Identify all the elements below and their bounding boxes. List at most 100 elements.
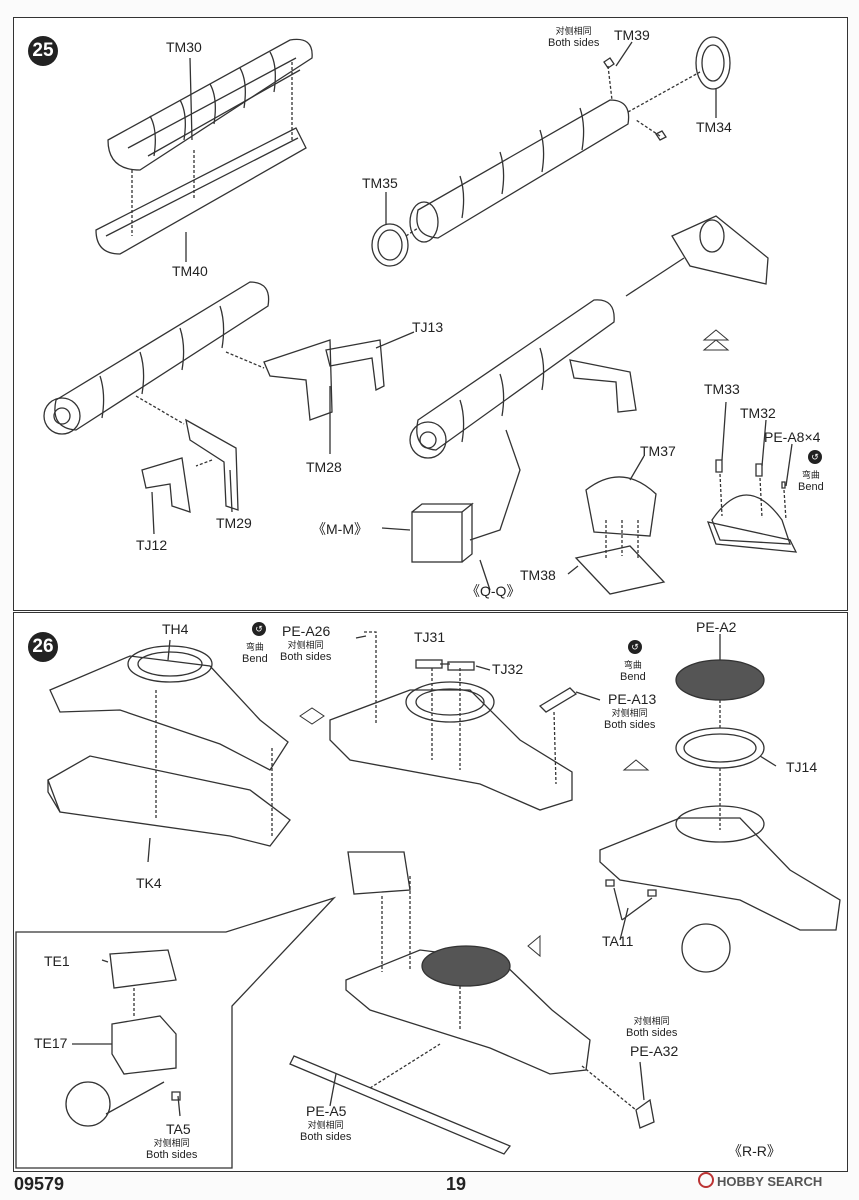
note-pe-a5-both-sides: 对侧相同 Both sides [300,1120,351,1144]
label-pe-a8x4: PE-A8×4 [764,429,821,445]
note-ta5-both-sides: 对侧相同 Both sides [146,1138,197,1162]
page-number: 19 [446,1174,467,1194]
note-cn-text: 弯曲 [801,470,820,480]
drawing-ta5-detail [65,1081,111,1127]
note-en-text: Both sides [300,1130,352,1143]
drawing-tm29-bracket [185,418,239,511]
label-tm35: TM35 [362,175,398,191]
label-tm28: TM28 [306,459,342,475]
drawing-ta11-detail [681,923,731,973]
label-tj32: TJ32 [492,661,524,677]
note-en-text: Both sides [604,718,656,731]
product-code: 09579 [14,1174,65,1194]
drawing-tm35-ring [371,223,409,267]
label-tm32: TM32 [740,405,776,421]
label-pe-a2: PE-A2 [696,619,737,635]
note-cn-text: 对侧相同 [555,26,592,36]
note-cn-text: 对侧相同 [287,640,324,650]
label-tj13: TJ13 [412,319,444,335]
step-number-26: 26 [28,632,58,662]
label-tj12: TJ12 [136,537,168,553]
drawing-tj13-part [325,339,385,391]
note-en-text: Both sides [280,650,332,663]
drawing-assembly-middle [329,681,573,811]
note-cn-text: 对侧相同 [307,1120,344,1130]
note-pe-a8-bend: 弯曲 Bend [798,470,824,494]
note-cn-text: 对侧相同 [633,1016,670,1026]
drawing-tm37 [585,476,657,537]
drawing-pe-a2 [675,659,765,701]
label-ta5: TA5 [166,1121,191,1137]
label-tj31: TJ31 [414,629,446,645]
label-tj14: TJ14 [786,759,818,775]
drawing-tj12-part [141,457,191,513]
drawing-tube-right [409,299,637,459]
label-tm33: TM33 [704,381,740,397]
step-number-25: 25 [28,36,58,66]
drawing-tj32 [447,661,475,671]
drawing-assembly-final [345,945,591,1075]
drawing-box [411,511,463,563]
watermark-logo-icon [698,1172,714,1188]
drawing-mount [671,215,769,285]
drawing-te1 [109,949,177,989]
label-pe-a5: PE-A5 [306,1103,347,1119]
note-en-text: Both sides [146,1148,198,1161]
drawing-assembly-right [599,805,841,931]
note-en-text: Bend [798,480,824,493]
label-tm38: TM38 [520,567,556,583]
label-tm34: TM34 [696,119,732,135]
drawing-assembled-tube [409,99,630,243]
label-pe-a32: PE-A32 [630,1043,679,1059]
drawing-tm34-cap [695,36,731,90]
note-cn-text: 弯曲 [623,660,642,670]
watermark-text: HOBBY SEARCH [717,1174,823,1189]
drawing-tj31 [415,659,443,669]
label-tm29: TM29 [216,515,252,531]
drawing-tm40-half-shell [95,127,307,255]
note-pe-a26-bend: 弯曲 Bend [242,642,268,666]
note-cn-text: 对侧相同 [611,708,648,718]
drawing-small-mount [711,494,791,545]
label-pe-a26: PE-A26 [282,623,331,639]
label-te1: TE1 [44,953,70,969]
drawing-tk4 [47,755,291,847]
note-pe-a26-both-sides: 对侧相同 Both sides [280,640,331,664]
label-view-qq: 《Q-Q》 [466,583,521,599]
step-26-panel [13,612,848,1172]
note-en-text: Bend [620,670,646,683]
note-en-text: Both sides [626,1026,678,1039]
note-en-text: Both sides [548,36,600,49]
note-cn-text: 对侧相同 [153,1138,190,1148]
drawing-pe-a32 [635,1098,655,1129]
label-tk4: TK4 [136,875,162,891]
note-tm39-both-sides: 对侧相同 Both sides [548,26,599,50]
label-pe-a13: PE-A13 [608,691,657,707]
label-ta11: TA11 [602,933,634,949]
watermark: HOBBY SEARCH [698,1172,822,1189]
note-pe-a13-both-sides: 对侧相同 Both sides [604,708,655,732]
label-view-rr: 《R-R》 [728,1143,781,1159]
drawing-tm38 [574,545,666,595]
drawing-te17 [111,1015,177,1075]
note-cn-text: 弯曲 [245,642,264,652]
drawing-te-part [347,851,411,895]
label-tm39: TM39 [614,27,650,43]
bend-icon: ↺ [252,622,266,636]
label-view-mm: 《M-M》 [312,521,368,537]
drawing-tm28-bracket [263,339,333,421]
drawing-tm30-half-shell [107,38,313,171]
bend-icon: ↺ [628,640,642,654]
label-tm40: TM40 [172,263,208,279]
drawing-tube-left [43,281,270,435]
label-te17: TE17 [34,1035,68,1051]
bend-icon: ↺ [808,450,822,464]
label-th4: TH4 [162,621,189,637]
detail-inset-frame [15,896,337,1169]
drawing-pe-a5 [289,1055,512,1155]
note-en-text: Bend [242,652,268,665]
drawing-pe-a13 [538,687,578,713]
label-tm37: TM37 [640,443,676,459]
